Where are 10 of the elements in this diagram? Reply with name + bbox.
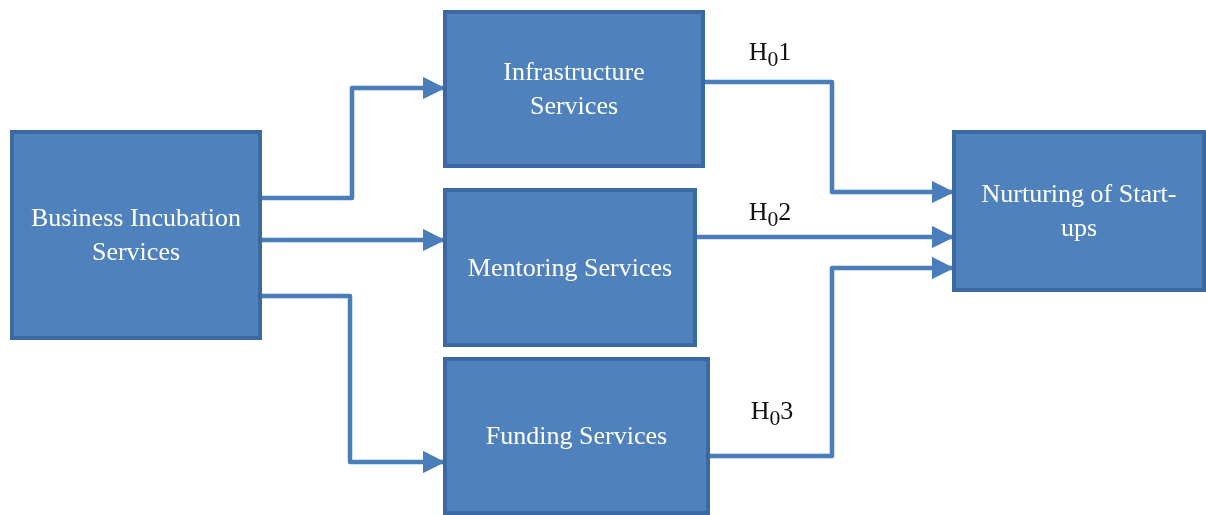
box-label: Business Incubation Services [29, 202, 243, 268]
box-label: Mentoring Services [467, 251, 673, 284]
process-box [10, 130, 262, 340]
box-label: Funding Services [485, 420, 668, 453]
process-box [443, 10, 705, 168]
process-box [952, 130, 1206, 292]
box-label: Infrastructure Services [502, 56, 646, 122]
process-box [443, 357, 710, 515]
process-box [443, 188, 697, 347]
box-label: Nurturing of Start-ups [980, 178, 1178, 244]
